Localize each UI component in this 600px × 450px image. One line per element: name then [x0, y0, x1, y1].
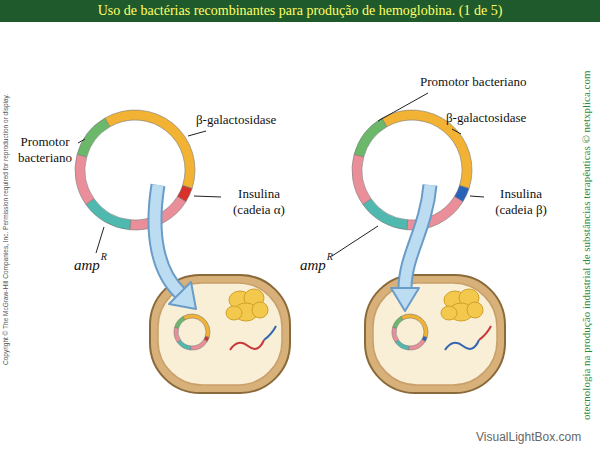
bacterium	[365, 275, 505, 393]
plasmid-segment	[392, 327, 399, 342]
part-label: β-galactosidase	[196, 112, 276, 128]
mini-plasmid	[174, 314, 210, 350]
title-bar: Uso de bactérias recombinantes para prod…	[0, 0, 600, 22]
part-label: Insulina (cadeia α)	[224, 186, 294, 217]
plasmid-segment	[175, 316, 185, 328]
plasmid-segment	[354, 118, 387, 157]
plasmid-ring	[352, 110, 472, 230]
copyright-note: Copyright © The McGraw-Hill Companies, I…	[2, 94, 10, 365]
part-label: Promotor bacteriano	[14, 134, 76, 165]
plasmid-segment	[105, 110, 195, 189]
plasmid-ring	[75, 110, 195, 230]
plasmid-segment	[401, 314, 428, 338]
part-label: Insulina (cadeia β)	[486, 186, 556, 217]
plasmid-segment	[86, 199, 131, 230]
gene-label: amp	[300, 256, 326, 274]
mini-plasmid	[392, 314, 428, 350]
plasmid-segment	[77, 118, 110, 157]
leader-lines	[78, 93, 484, 256]
plasmid-segment	[75, 154, 94, 204]
plasmid-segment	[183, 314, 210, 338]
plasmid-segment	[395, 340, 409, 350]
slide-title: Uso de bactérias recombinantes para prod…	[0, 0, 600, 22]
gene-label: amp	[74, 256, 100, 274]
part-label: β-galactosidase	[446, 110, 526, 126]
plasmid-segment	[177, 340, 191, 350]
plasmid-segment	[393, 316, 403, 328]
plasmid-group	[75, 110, 472, 350]
plasmid-segment	[408, 339, 425, 350]
side-watermark: otecnologia na produção industrial de su…	[580, 70, 593, 420]
plasmid-segment	[174, 327, 181, 342]
gene-superscript: R	[101, 251, 107, 263]
transfer-arrow	[391, 185, 430, 311]
transfer-arrow	[155, 185, 196, 309]
plasmid-segment	[190, 339, 207, 350]
watermark: VisualLightBox.com	[476, 430, 581, 444]
gene-superscript: R	[327, 251, 333, 263]
part-label: Promotor bacteriano	[420, 74, 527, 90]
plasmid-segment	[352, 154, 371, 204]
plasmid-segment	[363, 199, 408, 230]
